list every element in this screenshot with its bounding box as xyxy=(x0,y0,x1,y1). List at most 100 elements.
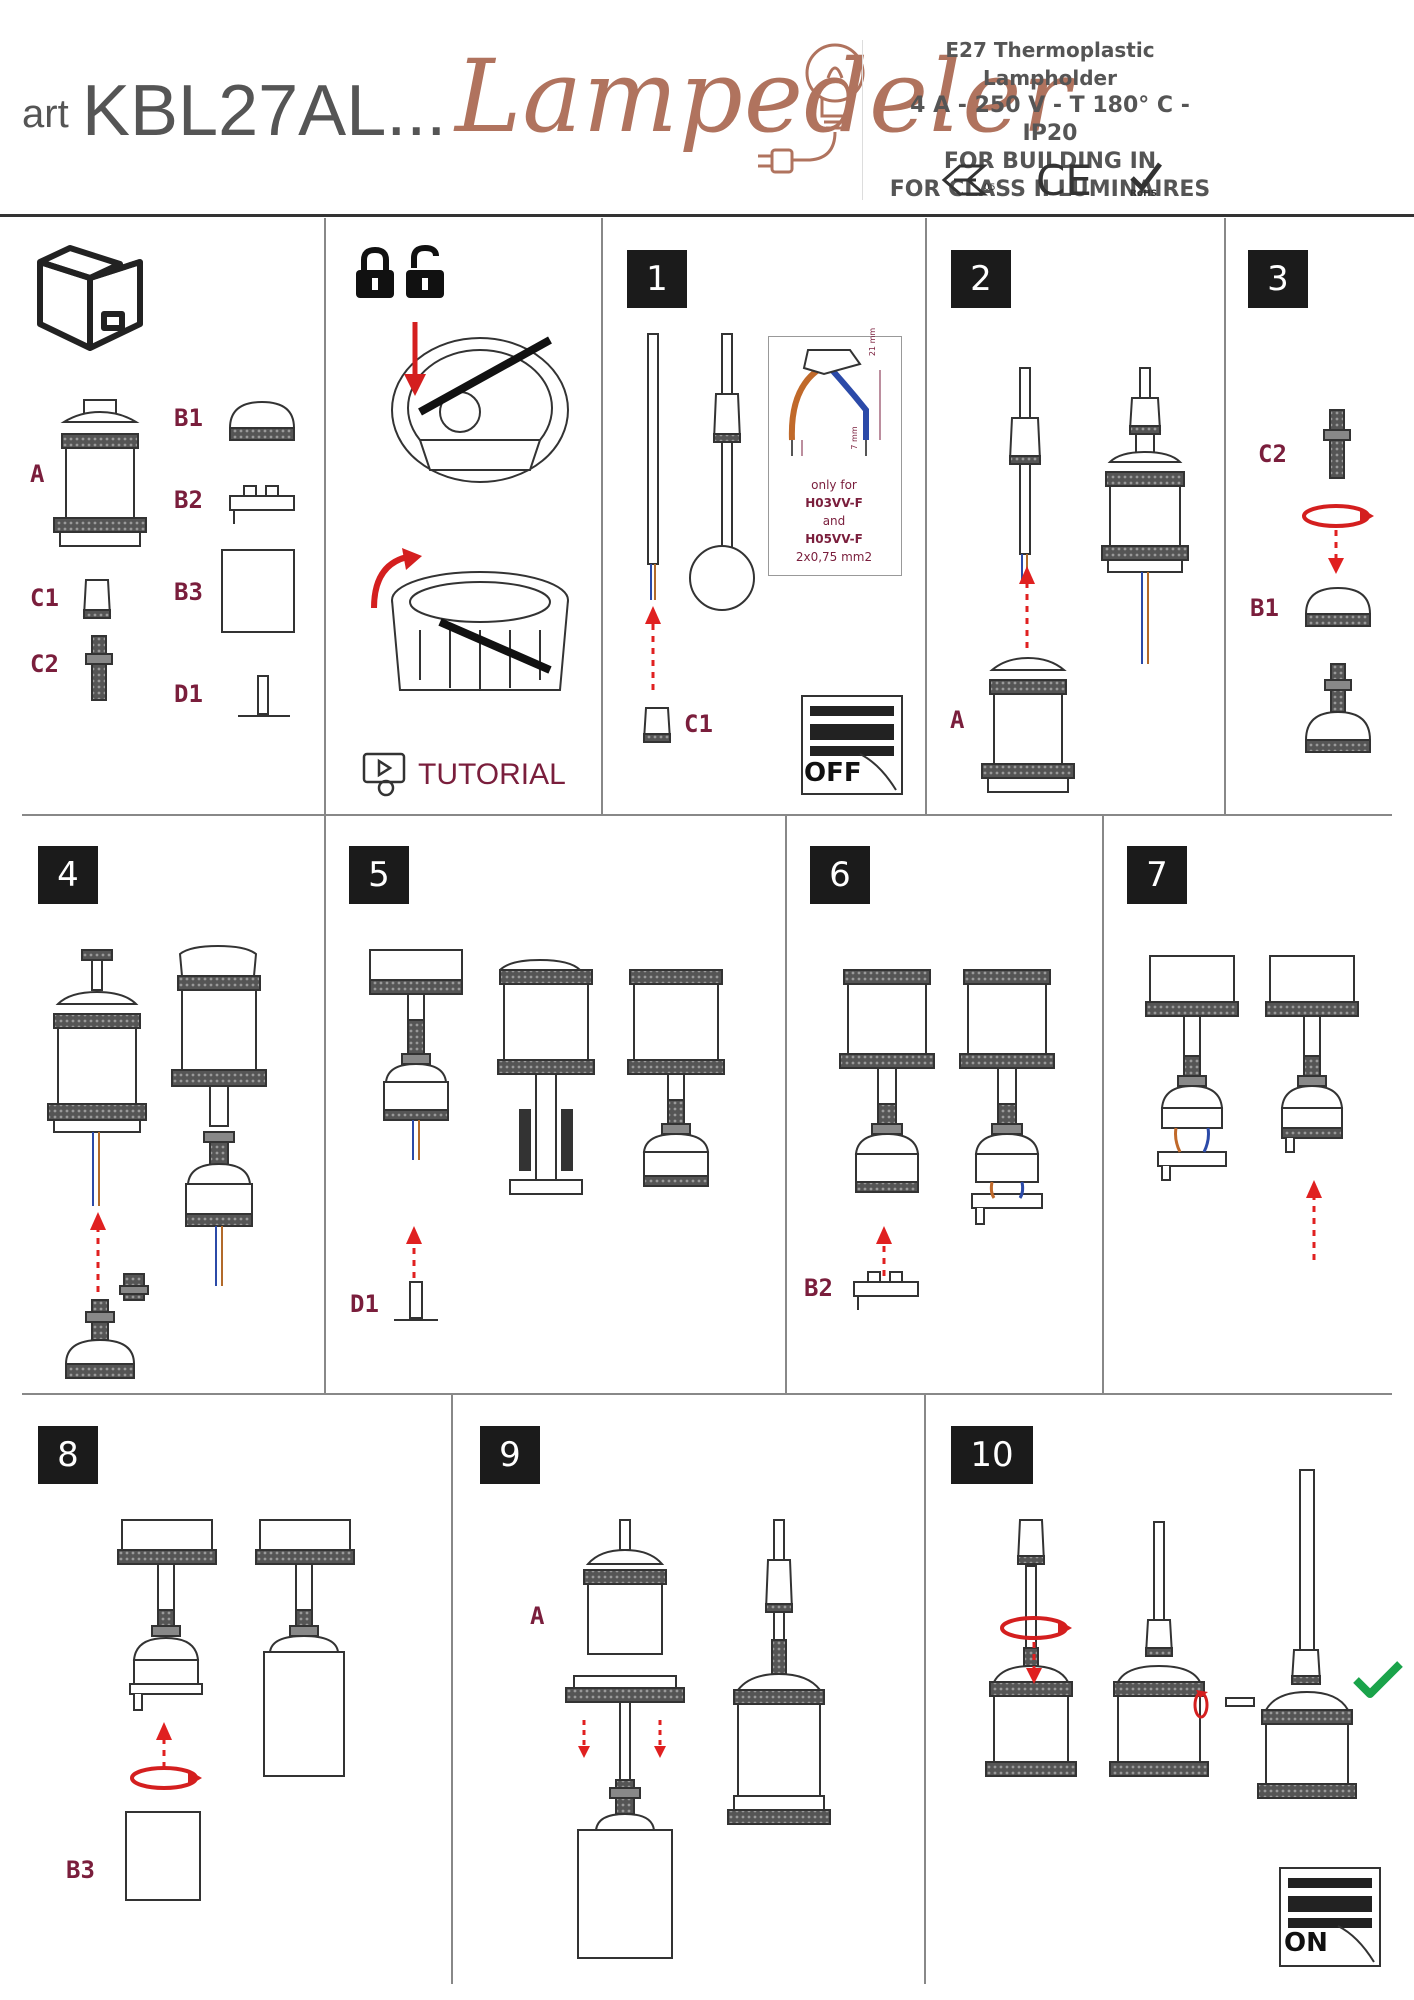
article-prefix: art xyxy=(22,92,69,136)
part-a-lampholder xyxy=(53,399,147,547)
part-c1-strain-relief xyxy=(642,707,672,743)
grid-line xyxy=(924,1394,926,1984)
step10-assembly-diagram xyxy=(985,1469,1357,1799)
label-a-step9: A xyxy=(530,1602,545,1630)
rohs-mark-icon: RoHS xyxy=(1130,162,1162,199)
rotate-arrow-icon xyxy=(1193,1690,1209,1719)
part-b1-ring xyxy=(1304,586,1372,627)
box-icon xyxy=(37,245,143,351)
part-b1-ring xyxy=(228,400,296,441)
grid-line xyxy=(22,1393,1392,1395)
step-number: 1 xyxy=(627,250,687,308)
lock-closed-icon xyxy=(356,246,394,298)
lock-open-icon xyxy=(406,244,444,298)
step-number: 8 xyxy=(38,1426,98,1484)
locking-ring-bottom-diagram xyxy=(391,571,569,691)
grid-line xyxy=(451,1394,453,1984)
step-number: 4 xyxy=(38,846,98,904)
rohs-text: RoHS xyxy=(1130,189,1157,199)
article-code: KBL27AL... xyxy=(82,71,447,151)
part-b2-terminal xyxy=(853,1271,919,1310)
label-d1: D1 xyxy=(174,680,203,708)
wire-strip-diagram xyxy=(788,349,881,456)
brand-logo-text: Lampedeler xyxy=(455,38,1072,155)
label-b1: B1 xyxy=(174,404,203,432)
grid-line xyxy=(324,815,326,1394)
grid-line xyxy=(1102,815,1104,1394)
label-b1-step3: B1 xyxy=(1250,594,1279,622)
grid-line xyxy=(601,218,603,815)
grid-line xyxy=(785,815,787,1394)
rotate-arrow-icon xyxy=(371,548,422,609)
arrow-up-icon xyxy=(645,606,661,690)
label-c1: C1 xyxy=(30,584,59,612)
step4-assembly-diagram xyxy=(47,944,267,1301)
switch-on-label: ON xyxy=(1284,1928,1328,1958)
label-c2-step3: C2 xyxy=(1258,440,1287,468)
label-a-step2: A xyxy=(950,706,965,734)
svg-text:05: 05 xyxy=(984,183,995,193)
dim-label-21mm: 21 mm xyxy=(868,327,877,357)
grid-line xyxy=(925,218,927,815)
locking-ring-top-diagram xyxy=(391,336,569,483)
step9-assembly-diagram xyxy=(565,1519,831,1959)
arrow-up-icon xyxy=(876,1226,892,1276)
assembled-c2-b1 xyxy=(64,1299,136,1379)
arrow-down-icon xyxy=(404,322,426,396)
step1-cable-diagram xyxy=(647,333,755,611)
switch-off-label: OFF xyxy=(804,758,862,788)
spec-line: 4 A - 250 V - T 180° C - IP20 xyxy=(910,93,1190,146)
note-line: H05VV-F xyxy=(805,532,863,546)
arrow-up-icon xyxy=(406,1226,422,1278)
spec-block: E27 Thermoplastic Lampholder 4 A - 250 V… xyxy=(880,36,1220,204)
arrow-up-icon xyxy=(1306,1180,1322,1260)
rotate-arrow-icon xyxy=(1000,1616,1072,1684)
part-c2-nipple xyxy=(1323,409,1351,479)
arrow-down-icon xyxy=(578,1720,666,1758)
label-b2: B2 xyxy=(174,486,203,514)
enec-mark-icon: 05 xyxy=(941,164,995,196)
step2-assembly-diagram xyxy=(1008,367,1189,664)
step-number: 5 xyxy=(349,846,409,904)
header: art KBL27AL... Lampedeler E27 Thermoplas… xyxy=(0,0,1414,218)
tutorial-link[interactable]: TUTORIAL xyxy=(418,758,566,791)
grid-line xyxy=(22,814,1392,816)
part-c2-nipple xyxy=(85,635,113,701)
step-number: 10 xyxy=(951,1426,1033,1484)
step6-assembly-diagram xyxy=(839,969,1055,1225)
label-b3: B3 xyxy=(174,578,203,606)
label-a: A xyxy=(30,460,45,488)
part-a-lampholder xyxy=(981,656,1075,793)
arrow-up-icon xyxy=(1019,566,1035,648)
tutorial-video-icon xyxy=(362,752,406,797)
step-number: 7 xyxy=(1127,846,1187,904)
ce-mark: CE xyxy=(1036,156,1092,205)
note-line: and xyxy=(822,514,846,528)
step7-assembly-diagram xyxy=(1145,955,1359,1181)
part-b3-shade xyxy=(125,1811,201,1901)
part-d1-tool xyxy=(394,1281,438,1321)
rotate-arrow-icon xyxy=(1302,504,1374,574)
cable-note-text: only for H03VV-F and H05VV-F 2x0,75 mm2 xyxy=(772,476,896,566)
note-line: 2x0,75 mm2 xyxy=(795,550,873,564)
grid-line xyxy=(1224,218,1226,815)
part-c1-strain-relief xyxy=(82,579,112,619)
label-b3-step8: B3 xyxy=(66,1856,95,1884)
part-b3-shade xyxy=(221,549,295,633)
label-b2-step6: B2 xyxy=(804,1274,833,1302)
step5-assembly-diagram xyxy=(369,949,725,1195)
checkmark-icon xyxy=(1353,1661,1403,1698)
step-number: 9 xyxy=(480,1426,540,1484)
arrow-up-icon xyxy=(90,1212,106,1292)
label-c2: C2 xyxy=(30,650,59,678)
note-line: only for xyxy=(811,478,857,492)
assembled-c2-b1 xyxy=(1304,663,1372,753)
spec-line: E27 Thermoplastic Lampholder xyxy=(945,38,1155,90)
label-c1-step1: C1 xyxy=(684,710,713,738)
breaker-switch-icon xyxy=(1279,1867,1381,1967)
breaker-switch-icon xyxy=(801,695,903,795)
step8-assembly-diagram xyxy=(117,1519,355,1777)
part-b2-terminal xyxy=(229,485,295,524)
part-d1-tool xyxy=(238,675,290,717)
step-number: 3 xyxy=(1248,250,1308,308)
